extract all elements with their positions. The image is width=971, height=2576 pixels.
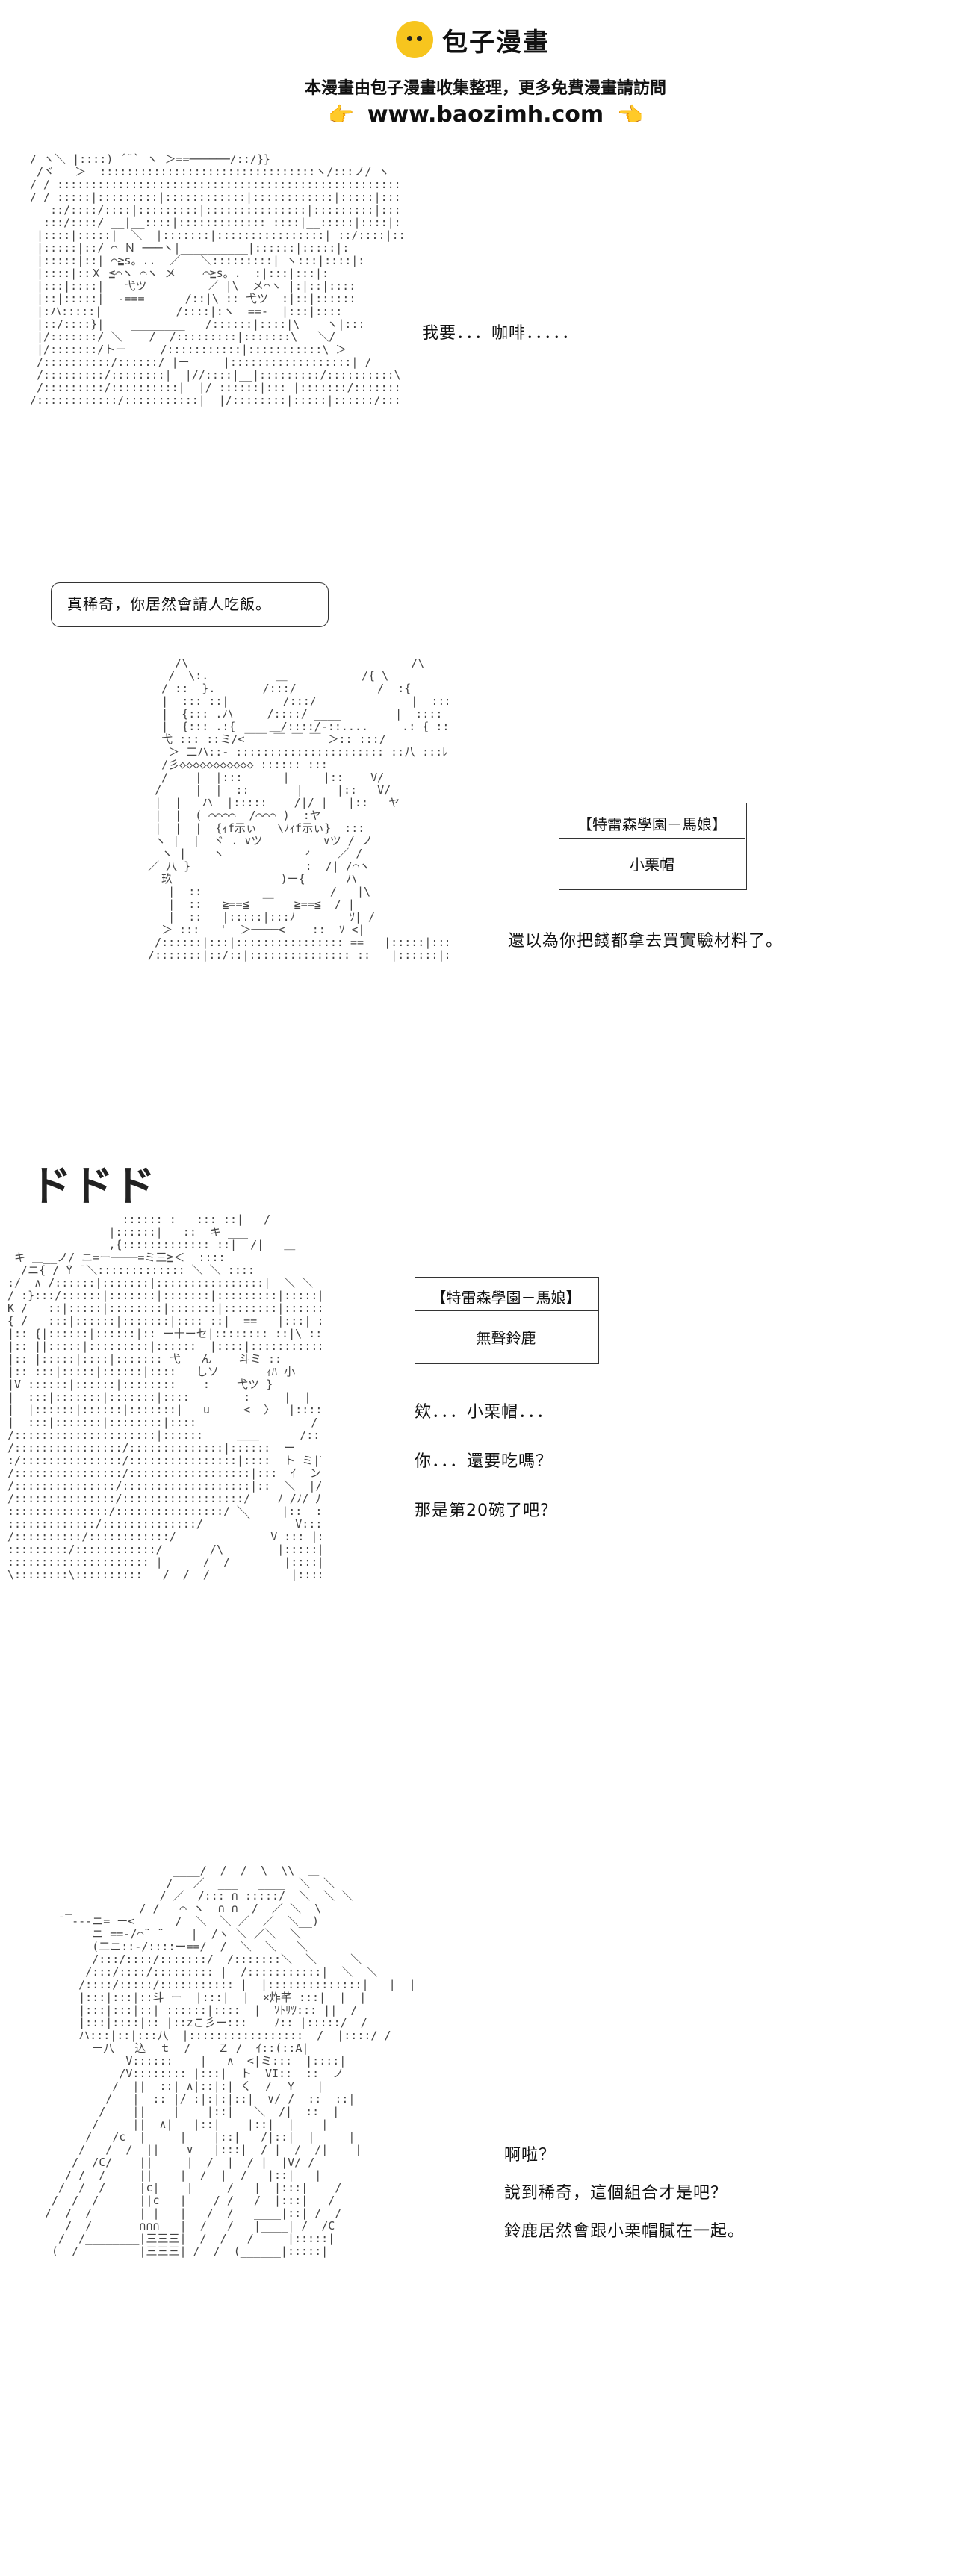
plate-name: 小栗帽: [630, 856, 674, 874]
logo: 包子漫畫: [396, 21, 550, 58]
panel4-dialogue-3: 鈴鹿居然會跟小栗帽膩在一起。: [504, 2222, 745, 2241]
name-plate-divider: [415, 1310, 598, 1311]
panel3-dialogue-3: 那是第20碗了吧？: [415, 1502, 557, 1520]
bubble-text: 真稀奇，你居然會請人吃飯。: [67, 595, 271, 613]
pointing-right-hand-icon: 👉: [327, 102, 354, 127]
logo-text: 包子漫畫: [442, 27, 550, 57]
panel3-dialogue-2: 你．．．還要吃嗎？: [415, 1452, 553, 1471]
name-plate: [559, 803, 747, 890]
panel2-dialogue: 還以為你把錢都拿去買實驗材料了。: [508, 932, 784, 951]
site-row: 👉 www.baozimh.com 👈: [0, 102, 971, 128]
bun-logo-icon: [396, 21, 433, 58]
speech-bubble: [51, 582, 329, 627]
panel2-ascii-art: /\ /\ / \:. ＿_ /{ \ / :: }. /:::/ / :{ |…: [148, 657, 448, 962]
notice-text: 本漫畫由包子漫畫收集整理，更多免費漫畫請訪問: [304, 79, 666, 98]
name-plate: [415, 1277, 599, 1364]
panel3-ascii-art: :::::: : ::: ::| / |::::::| :: キ ___ ,{:…: [7, 1213, 321, 1581]
panel4-ascii-art: _____ ____/ / / \ \\ ＿ / ／ ___ ____ ＼ ＼ …: [45, 1852, 416, 2258]
panel4-dialogue-2: 說到稀奇，這個組合才是吧？: [504, 2184, 728, 2203]
panel3-dialogue-1: 欸．．．小栗帽．．．: [415, 1403, 554, 1422]
plate-title: 【特雷森學園－馬娘】: [431, 1289, 581, 1307]
name-plate-divider: [559, 838, 745, 839]
pointing-left-hand-icon: 👈: [617, 102, 644, 127]
plate-title: 【特雷森學園－馬娘】: [577, 815, 727, 833]
sfx-text: ドドド: [30, 1163, 155, 1211]
site-link[interactable]: www.baozimh.com: [367, 102, 604, 128]
panel4-dialogue-1: 啊啦？: [504, 2146, 556, 2165]
plate-name: 無聲鈴鹿: [476, 1329, 536, 1347]
panel1-ascii-art: / ヽ＼ |::::) ´¨` ヽ ＞==──────/::/}} /ヾ ＞ :…: [30, 153, 403, 407]
panel1-dialogue: 我要．．．咖啡．．．．．: [422, 324, 580, 343]
